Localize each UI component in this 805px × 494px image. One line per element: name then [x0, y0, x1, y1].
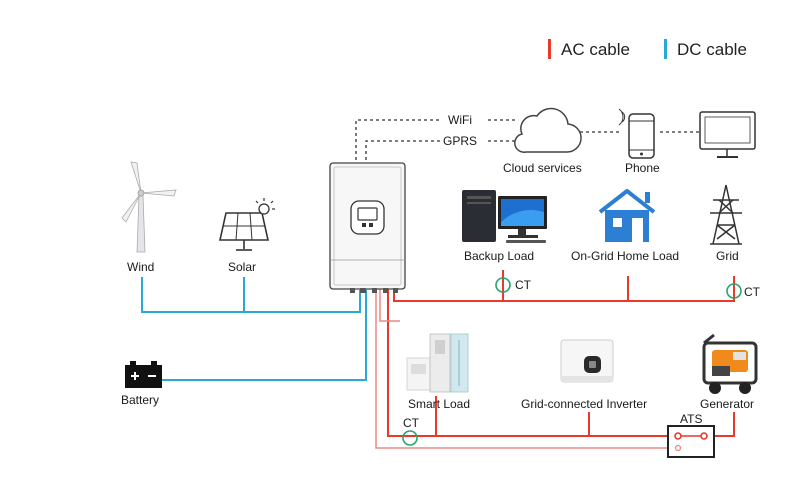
grid-inverter-icon — [560, 339, 614, 383]
legend-dc-label: DC cable — [677, 40, 747, 59]
house-icon — [598, 189, 656, 242]
wifi-label: WiFi — [448, 113, 472, 127]
legend-dc: DC cable — [664, 39, 747, 60]
dc-cables — [141, 277, 367, 381]
battery-icon — [125, 361, 162, 388]
grid-label: Grid — [716, 249, 739, 263]
ct-sensor-icon — [402, 277, 742, 446]
ats-label: ATS — [680, 412, 703, 426]
ongrid-load-label: On-Grid Home Load — [571, 249, 680, 263]
smart-load-label: Smart Load — [408, 397, 471, 411]
legend-dc-swatch — [664, 39, 667, 59]
generator-label: Generator — [700, 397, 755, 411]
battery-label: Battery — [121, 393, 160, 407]
grid-inverter-label: Grid-connected Inverter — [521, 397, 648, 411]
legend-ac-swatch — [548, 39, 551, 59]
desktop-computer-icon — [462, 190, 547, 243]
ct-grid-label: CT — [744, 285, 760, 299]
legend-ac: AC cable — [548, 39, 630, 60]
backup-load-label: Backup Load — [464, 249, 535, 263]
ct-backup-label: CT — [515, 278, 531, 292]
generator-icon — [702, 333, 758, 394]
monitor-icon — [699, 111, 756, 158]
cloud-icon — [514, 107, 582, 153]
cloud-label: Cloud services — [503, 161, 582, 175]
legend-ac-label: AC cable — [561, 40, 630, 59]
smart-load-icon — [406, 333, 469, 393]
ats-switch-icon — [667, 425, 715, 458]
phone-label: Phone — [625, 161, 660, 175]
wind-turbine-icon — [121, 161, 177, 253]
inverter-icon — [329, 162, 406, 293]
gprs-label: GPRS — [443, 134, 478, 148]
ac-cable-secondary — [375, 288, 668, 449]
solar-panel-icon — [219, 198, 275, 251]
wind-label: Wind — [127, 260, 155, 274]
ac-cables — [387, 270, 735, 437]
transmission-tower-icon — [710, 184, 742, 245]
comm-lines — [355, 119, 700, 166]
solar-label: Solar — [228, 260, 257, 274]
phone-icon — [618, 108, 655, 159]
ct-bottom-label: CT — [403, 416, 419, 430]
